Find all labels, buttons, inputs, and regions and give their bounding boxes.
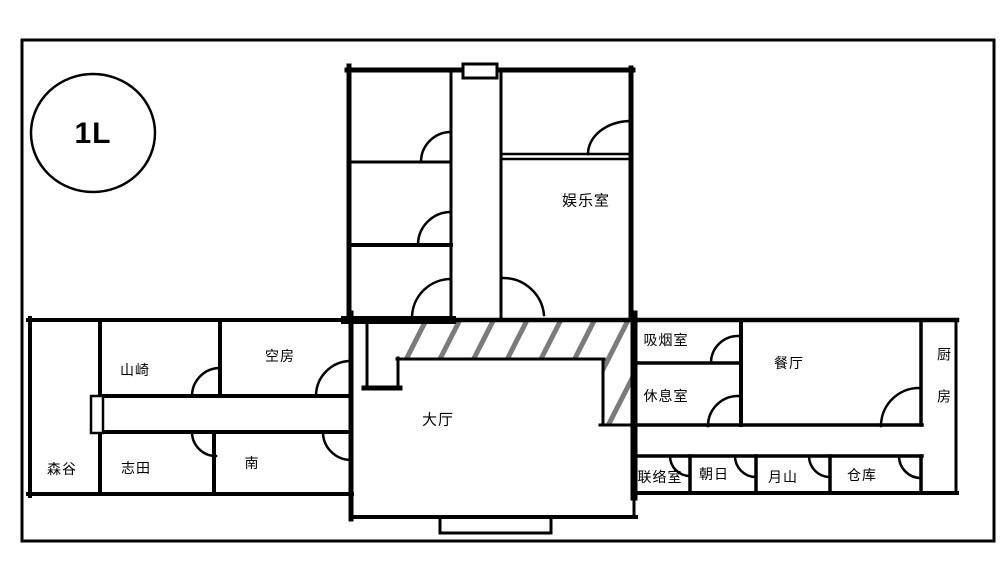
floor-badge-circle	[29, 72, 157, 194]
room-label-liaison: 联络室	[637, 469, 683, 485]
east-wing-door-arcs	[668, 334, 923, 480]
floor-badge-label: 1L	[74, 117, 112, 150]
room-label-warehouse: 仓库	[847, 467, 877, 483]
entrance-porch	[438, 515, 553, 535]
door-arc-asahi	[733, 454, 758, 479]
door-arc-minami	[321, 430, 353, 462]
door-arc-yamazaki	[190, 366, 222, 398]
north-block-walls	[341, 63, 960, 324]
door-arc-liaison	[668, 454, 692, 478]
room-label-moriya: 森谷	[47, 461, 77, 477]
hatch-area-horizontal	[399, 322, 632, 359]
door-arc-tsukiyama	[807, 454, 832, 479]
door-arc-entertainment	[501, 276, 546, 317]
north-block-door-arcs	[410, 119, 633, 320]
west-corridor-door-marker	[89, 394, 105, 435]
west-wing-door-arcs	[190, 359, 353, 462]
room-label-lounge: 休息室	[643, 388, 689, 404]
room-label-smoking: 吸烟室	[643, 332, 689, 348]
door-arc-dining	[879, 386, 921, 428]
room-label-dining: 餐厅	[774, 355, 804, 371]
north-entrance-door-marker	[461, 62, 499, 80]
door-arc-smoking	[709, 334, 740, 365]
room-label-minami: 南	[244, 455, 260, 471]
hall-walls	[349, 310, 638, 535]
room-label-entertainment: 娱乐室	[561, 192, 611, 210]
door-arc	[419, 130, 453, 164]
room-label-empty-room: 空房	[265, 348, 295, 364]
hatch-area-vertical	[603, 359, 632, 425]
door-arc-warehouse	[897, 454, 923, 480]
door-arc-empty-room	[314, 359, 353, 398]
room-label-tsukiyama: 月山	[768, 469, 798, 485]
room-label-kitchen: 厨房	[936, 347, 952, 431]
room-label-yamazaki: 山崎	[120, 362, 150, 378]
door-arc-lounge	[706, 394, 740, 428]
room-label-shida: 志田	[121, 460, 151, 476]
door-arc	[416, 210, 453, 247]
east-wing-walls	[632, 318, 959, 495]
west-wing-walls	[26, 310, 354, 522]
page-border	[20, 38, 996, 543]
door-arc-shida	[190, 430, 218, 458]
room-label-hall: 大厅	[421, 411, 455, 429]
door-arc	[586, 119, 633, 156]
room-label-asahi: 朝日	[699, 466, 729, 482]
hatched-corridor	[399, 322, 632, 425]
door-arc	[410, 277, 453, 320]
border-rect	[20, 38, 996, 543]
